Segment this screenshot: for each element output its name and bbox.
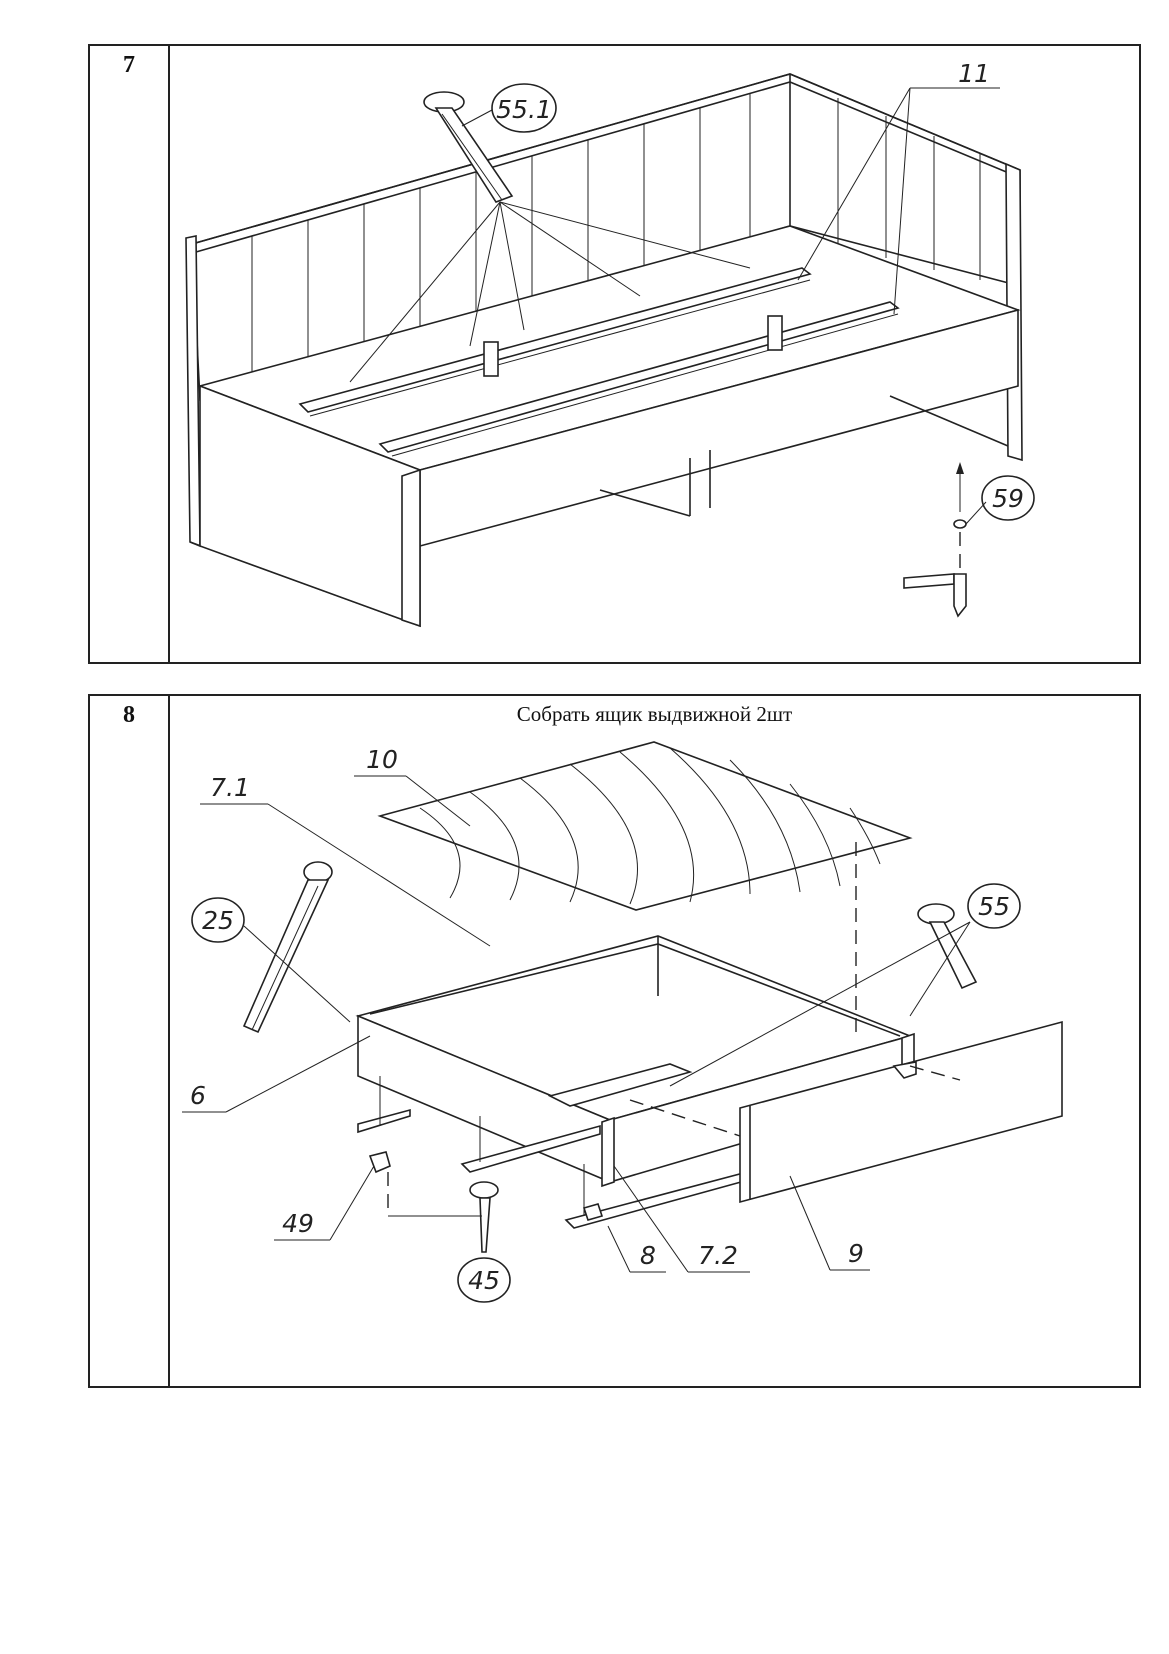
drawer-slats	[357, 1108, 771, 1229]
svg-text:45: 45	[468, 1266, 500, 1295]
step-8-drawing-area: Собрать ящик выдвижной 2шт	[170, 696, 1139, 1386]
callout-8: 8	[607, 1225, 666, 1273]
svg-text:25: 25	[202, 906, 234, 935]
step-7-bed-assembly-drawing: 55.1 11 59	[185, 59, 1035, 628]
callout-59: 59	[981, 475, 1035, 521]
callout-7-2: 7.2	[613, 1165, 750, 1273]
rail-brackets	[483, 315, 783, 377]
screw-55-1-icon	[423, 91, 514, 203]
svg-text:7.2: 7.2	[698, 1241, 738, 1270]
svg-text:10: 10	[366, 745, 398, 774]
svg-text:49: 49	[282, 1209, 314, 1238]
step-7-drawing-area: 55.1 11 59	[170, 46, 1139, 662]
confirmat-55-icon	[917, 903, 978, 990]
step-7-number: 7	[123, 52, 135, 78]
runner-clip-49-icon	[368, 1151, 604, 1221]
svg-text:59: 59	[992, 484, 1024, 513]
drawer-bottom-panel	[377, 741, 913, 911]
callout-10: 10	[354, 745, 471, 827]
svg-text:11: 11	[958, 59, 990, 88]
callout-55-1: 55.1	[491, 83, 557, 133]
callout-9: 9	[789, 1175, 870, 1271]
svg-text:55: 55	[978, 892, 1010, 921]
svg-text:55.1: 55.1	[496, 95, 552, 124]
rail-11-leaders	[797, 87, 950, 315]
assembly-dashed-lines	[379, 842, 961, 1217]
leg-glide-59-icon	[903, 462, 987, 618]
svg-text:6: 6	[190, 1081, 206, 1110]
screw-55-1-leaders	[349, 109, 751, 383]
step-8-caption: Собрать ящик выдвижной 2шт	[516, 702, 793, 726]
headboard-grooves	[251, 94, 981, 384]
step-7-number-cell: 7	[90, 46, 170, 662]
callout-11: 11	[950, 59, 1000, 89]
svg-text:8: 8	[640, 1241, 656, 1270]
step-8-number-cell: 8	[90, 696, 170, 1386]
callout-6: 6	[182, 1035, 371, 1113]
svg-text:7.1: 7.1	[210, 773, 250, 802]
step-8-drawer-assembly-drawing: 10 7.1 25 55 6	[182, 741, 1063, 1303]
dowel-25-icon	[242, 861, 333, 1034]
step-8-frame: 8 Собрать ящик выдвижной 2шт	[88, 694, 1141, 1388]
callout-7-1: 7.1	[200, 773, 491, 947]
step-8-number: 8	[123, 702, 135, 728]
callout-45: 45	[457, 1257, 511, 1303]
step-7-frame: 7	[88, 44, 1141, 664]
callout-55: 55	[669, 883, 1021, 1087]
bed-base-box	[197, 225, 1021, 628]
callout-49: 49	[274, 1165, 375, 1241]
svg-text:9: 9	[848, 1239, 864, 1268]
callout-25: 25	[191, 897, 351, 1023]
wood-screw-45-icon	[469, 1181, 499, 1253]
